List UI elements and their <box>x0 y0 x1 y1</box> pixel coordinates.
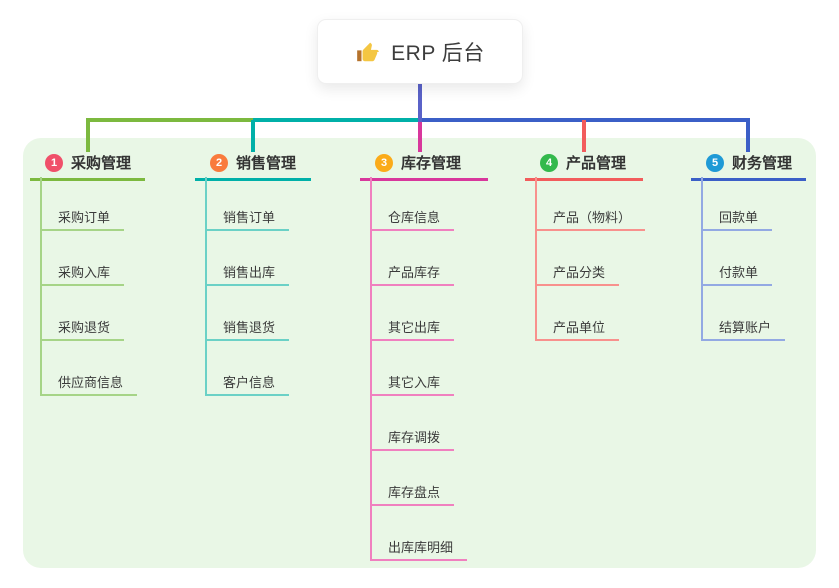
child-node[interactable]: 产品库存 <box>370 265 455 286</box>
branch-priority-badge: 1 <box>45 153 63 172</box>
branch-node[interactable]: 1 采购管理 <box>30 152 145 181</box>
connector-root-line <box>418 84 422 122</box>
branch-spine <box>205 177 207 396</box>
branch-spine <box>370 177 372 561</box>
child-node[interactable]: 其它出库 <box>370 320 455 341</box>
branch-label: 财务管理 <box>732 155 793 172</box>
branch-spine <box>40 177 42 396</box>
child-node[interactable]: 产品分类 <box>535 265 620 286</box>
branch-priority-badge: 4 <box>540 153 558 172</box>
branches-panel <box>23 138 816 568</box>
child-node[interactable]: 销售出库 <box>205 265 290 286</box>
child-node[interactable]: 供应商信息 <box>40 375 138 396</box>
child-node[interactable]: 销售订单 <box>205 210 290 231</box>
connector-branch-stub <box>251 120 255 152</box>
branch-node[interactable]: 5 财务管理 <box>691 152 806 181</box>
branch-label: 库存管理 <box>401 155 462 172</box>
child-node[interactable]: 采购订单 <box>40 210 125 231</box>
branch-node[interactable]: 3 库存管理 <box>360 152 488 181</box>
branch-node[interactable]: 2 销售管理 <box>195 152 311 181</box>
branch-priority-badge: 3 <box>375 153 393 172</box>
connector-branch-stub <box>86 120 90 152</box>
connector-bus-segment <box>86 118 253 122</box>
child-node[interactable]: 客户信息 <box>205 375 290 396</box>
child-node[interactable]: 结算账户 <box>701 320 786 341</box>
child-node[interactable]: 库存调拨 <box>370 430 455 451</box>
child-node[interactable]: 付款单 <box>701 265 773 286</box>
child-node[interactable]: 仓库信息 <box>370 210 455 231</box>
thumbs-up-icon <box>357 42 380 61</box>
branch-label: 采购管理 <box>71 155 132 172</box>
root-title: ERP 后台 <box>391 41 485 65</box>
branch-node[interactable]: 4 产品管理 <box>525 152 643 181</box>
child-node[interactable]: 出库库明细 <box>370 540 468 561</box>
connector-branch-stub <box>582 120 586 152</box>
branch-spine <box>535 177 537 341</box>
connector-branch-stub <box>418 120 422 152</box>
branch-spine <box>701 177 703 341</box>
child-node[interactable]: 库存盘点 <box>370 485 455 506</box>
connector-bus-segment <box>253 118 418 122</box>
child-node[interactable]: 采购退货 <box>40 320 125 341</box>
branch-priority-badge: 2 <box>210 153 228 172</box>
child-node[interactable]: 产品单位 <box>535 320 620 341</box>
child-node[interactable]: 产品（物料） <box>535 210 646 231</box>
branch-priority-badge: 5 <box>706 153 724 172</box>
child-node[interactable]: 采购入库 <box>40 265 125 286</box>
branch-label: 产品管理 <box>566 155 627 172</box>
connector-branch-stub <box>746 120 750 152</box>
branch-label: 销售管理 <box>236 155 297 172</box>
child-node[interactable]: 销售退货 <box>205 320 290 341</box>
child-node[interactable]: 其它入库 <box>370 375 455 396</box>
root-node[interactable]: ERP 后台 <box>317 19 523 84</box>
child-node[interactable]: 回款单 <box>701 210 773 231</box>
